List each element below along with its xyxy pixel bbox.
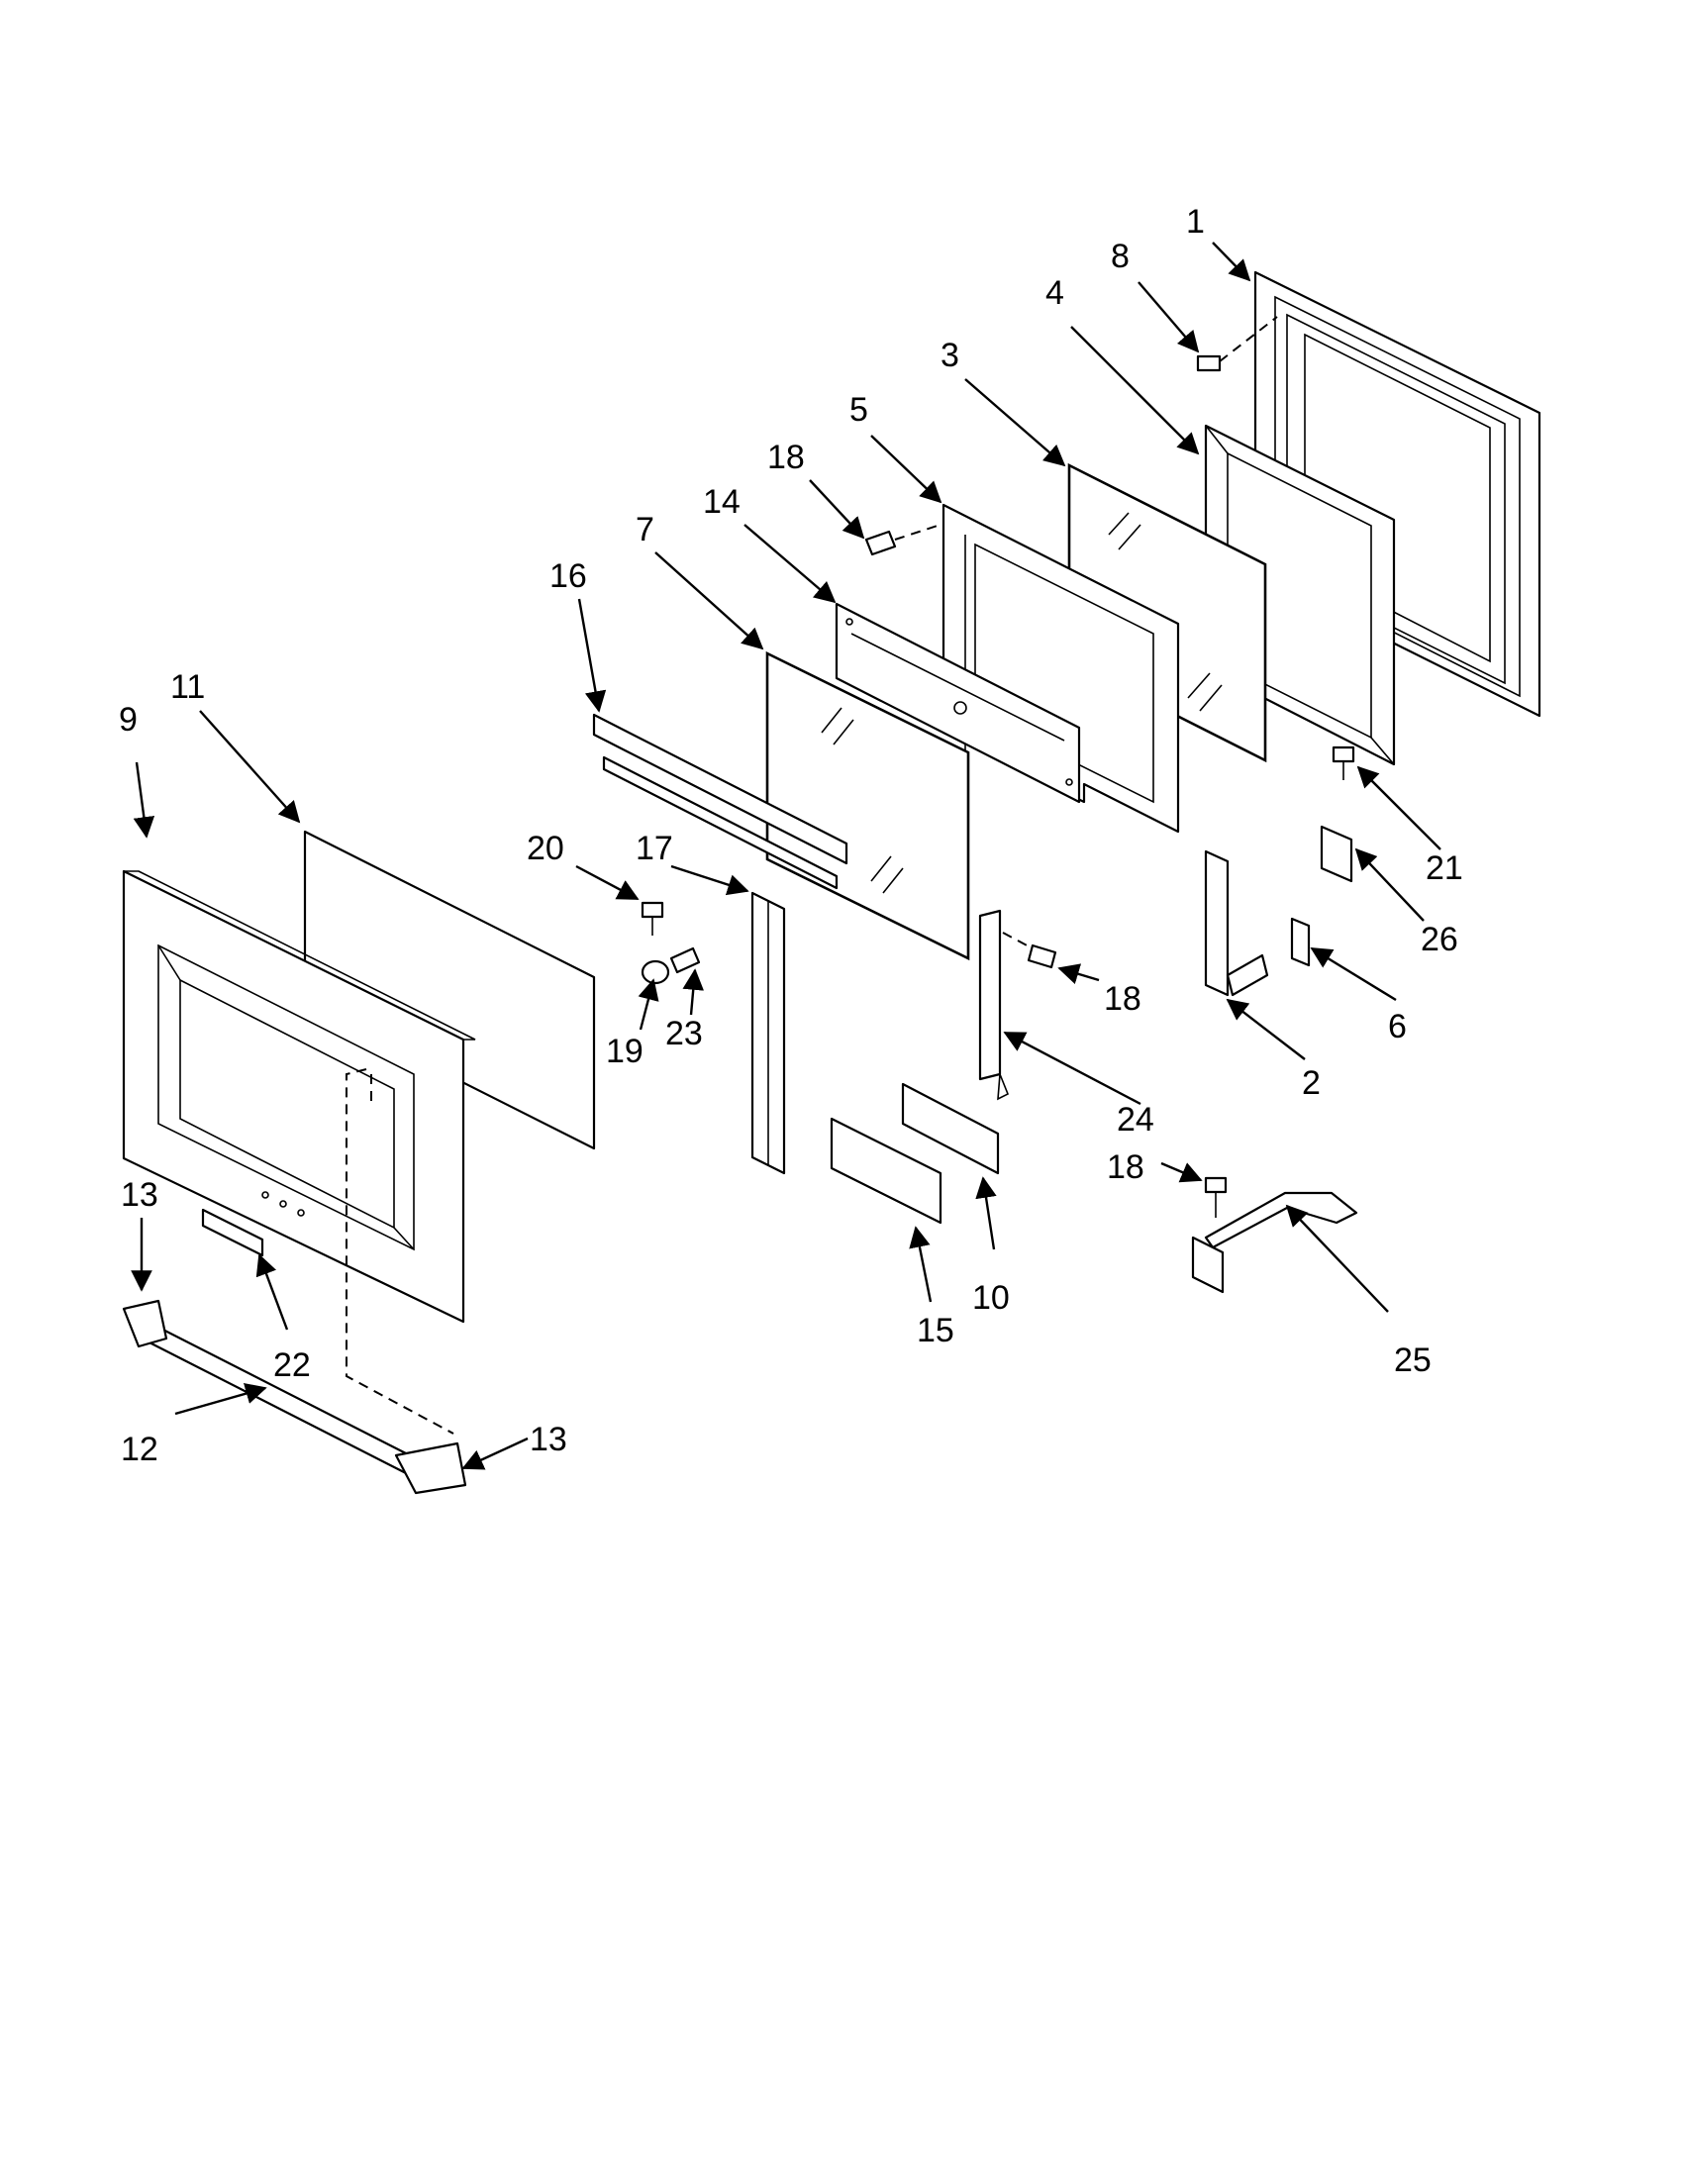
callout-18-top: 18 (767, 439, 805, 476)
callout-25: 25 (1394, 1341, 1432, 1379)
callout-15: 15 (917, 1312, 954, 1349)
callout-21: 21 (1426, 849, 1463, 887)
part-screw-18-top (864, 524, 941, 556)
callout-18-bottom: 18 (1107, 1148, 1144, 1186)
callout-13-left: 13 (121, 1176, 158, 1214)
part-hinge-cover (1320, 825, 1353, 883)
callout-3: 3 (941, 337, 959, 374)
part-screw-18-bottom (1204, 1176, 1228, 1218)
part-hinge (1204, 849, 1269, 997)
part-hinge-support (1191, 1191, 1358, 1294)
part-channel-10 (901, 1082, 1000, 1175)
part-screw-20 (641, 901, 664, 936)
handle-assembly-dashes (346, 1068, 454, 1435)
part-door-handle (122, 1299, 467, 1495)
part-channel-15 (830, 1117, 942, 1225)
callout-18-mid: 18 (1104, 980, 1141, 1018)
callout-17: 17 (636, 830, 673, 867)
part-small-bracket (1290, 917, 1311, 967)
callout-4: 4 (1045, 274, 1064, 312)
part-top-bracket (835, 602, 1081, 804)
callout-20: 20 (527, 830, 564, 867)
part-bushing-19 (641, 959, 670, 985)
part-insulation-sheet (303, 830, 596, 1150)
callout-13-right: 13 (530, 1421, 567, 1458)
callout-labels: 1 8 4 3 5 18 14 7 16 11 9 20 17 21 26 18… (119, 203, 1463, 1468)
callout-11: 11 (170, 668, 205, 706)
callout-5: 5 (849, 391, 868, 429)
callout-19: 19 (606, 1033, 644, 1070)
callout-8: 8 (1111, 238, 1130, 275)
part-inner-glass (765, 650, 970, 961)
callout-10: 10 (972, 1279, 1010, 1317)
callout-9: 9 (119, 701, 138, 739)
callout-16: 16 (549, 557, 587, 595)
callout-23: 23 (665, 1015, 703, 1052)
callout-22: 22 (273, 1346, 311, 1384)
callout-26: 26 (1421, 921, 1458, 958)
part-front-door-panel (122, 869, 476, 1324)
part-vertical-bracket (978, 909, 1010, 1101)
callout-24: 24 (1117, 1101, 1154, 1139)
callout-6: 6 (1388, 1008, 1407, 1045)
callout-14: 14 (703, 483, 741, 521)
part-screw-23 (669, 946, 701, 974)
part-screw-18-mid (1002, 932, 1057, 969)
callout-1: 1 (1186, 203, 1205, 241)
part-screw-21 (1332, 745, 1355, 780)
part-screw-8 (1196, 316, 1278, 372)
callout-2: 2 (1302, 1064, 1321, 1102)
callout-12: 12 (121, 1431, 158, 1468)
callout-7: 7 (636, 511, 654, 548)
part-top-channel (592, 713, 848, 890)
part-side-rail (750, 891, 786, 1175)
leader-lines (131, 242, 1441, 1470)
